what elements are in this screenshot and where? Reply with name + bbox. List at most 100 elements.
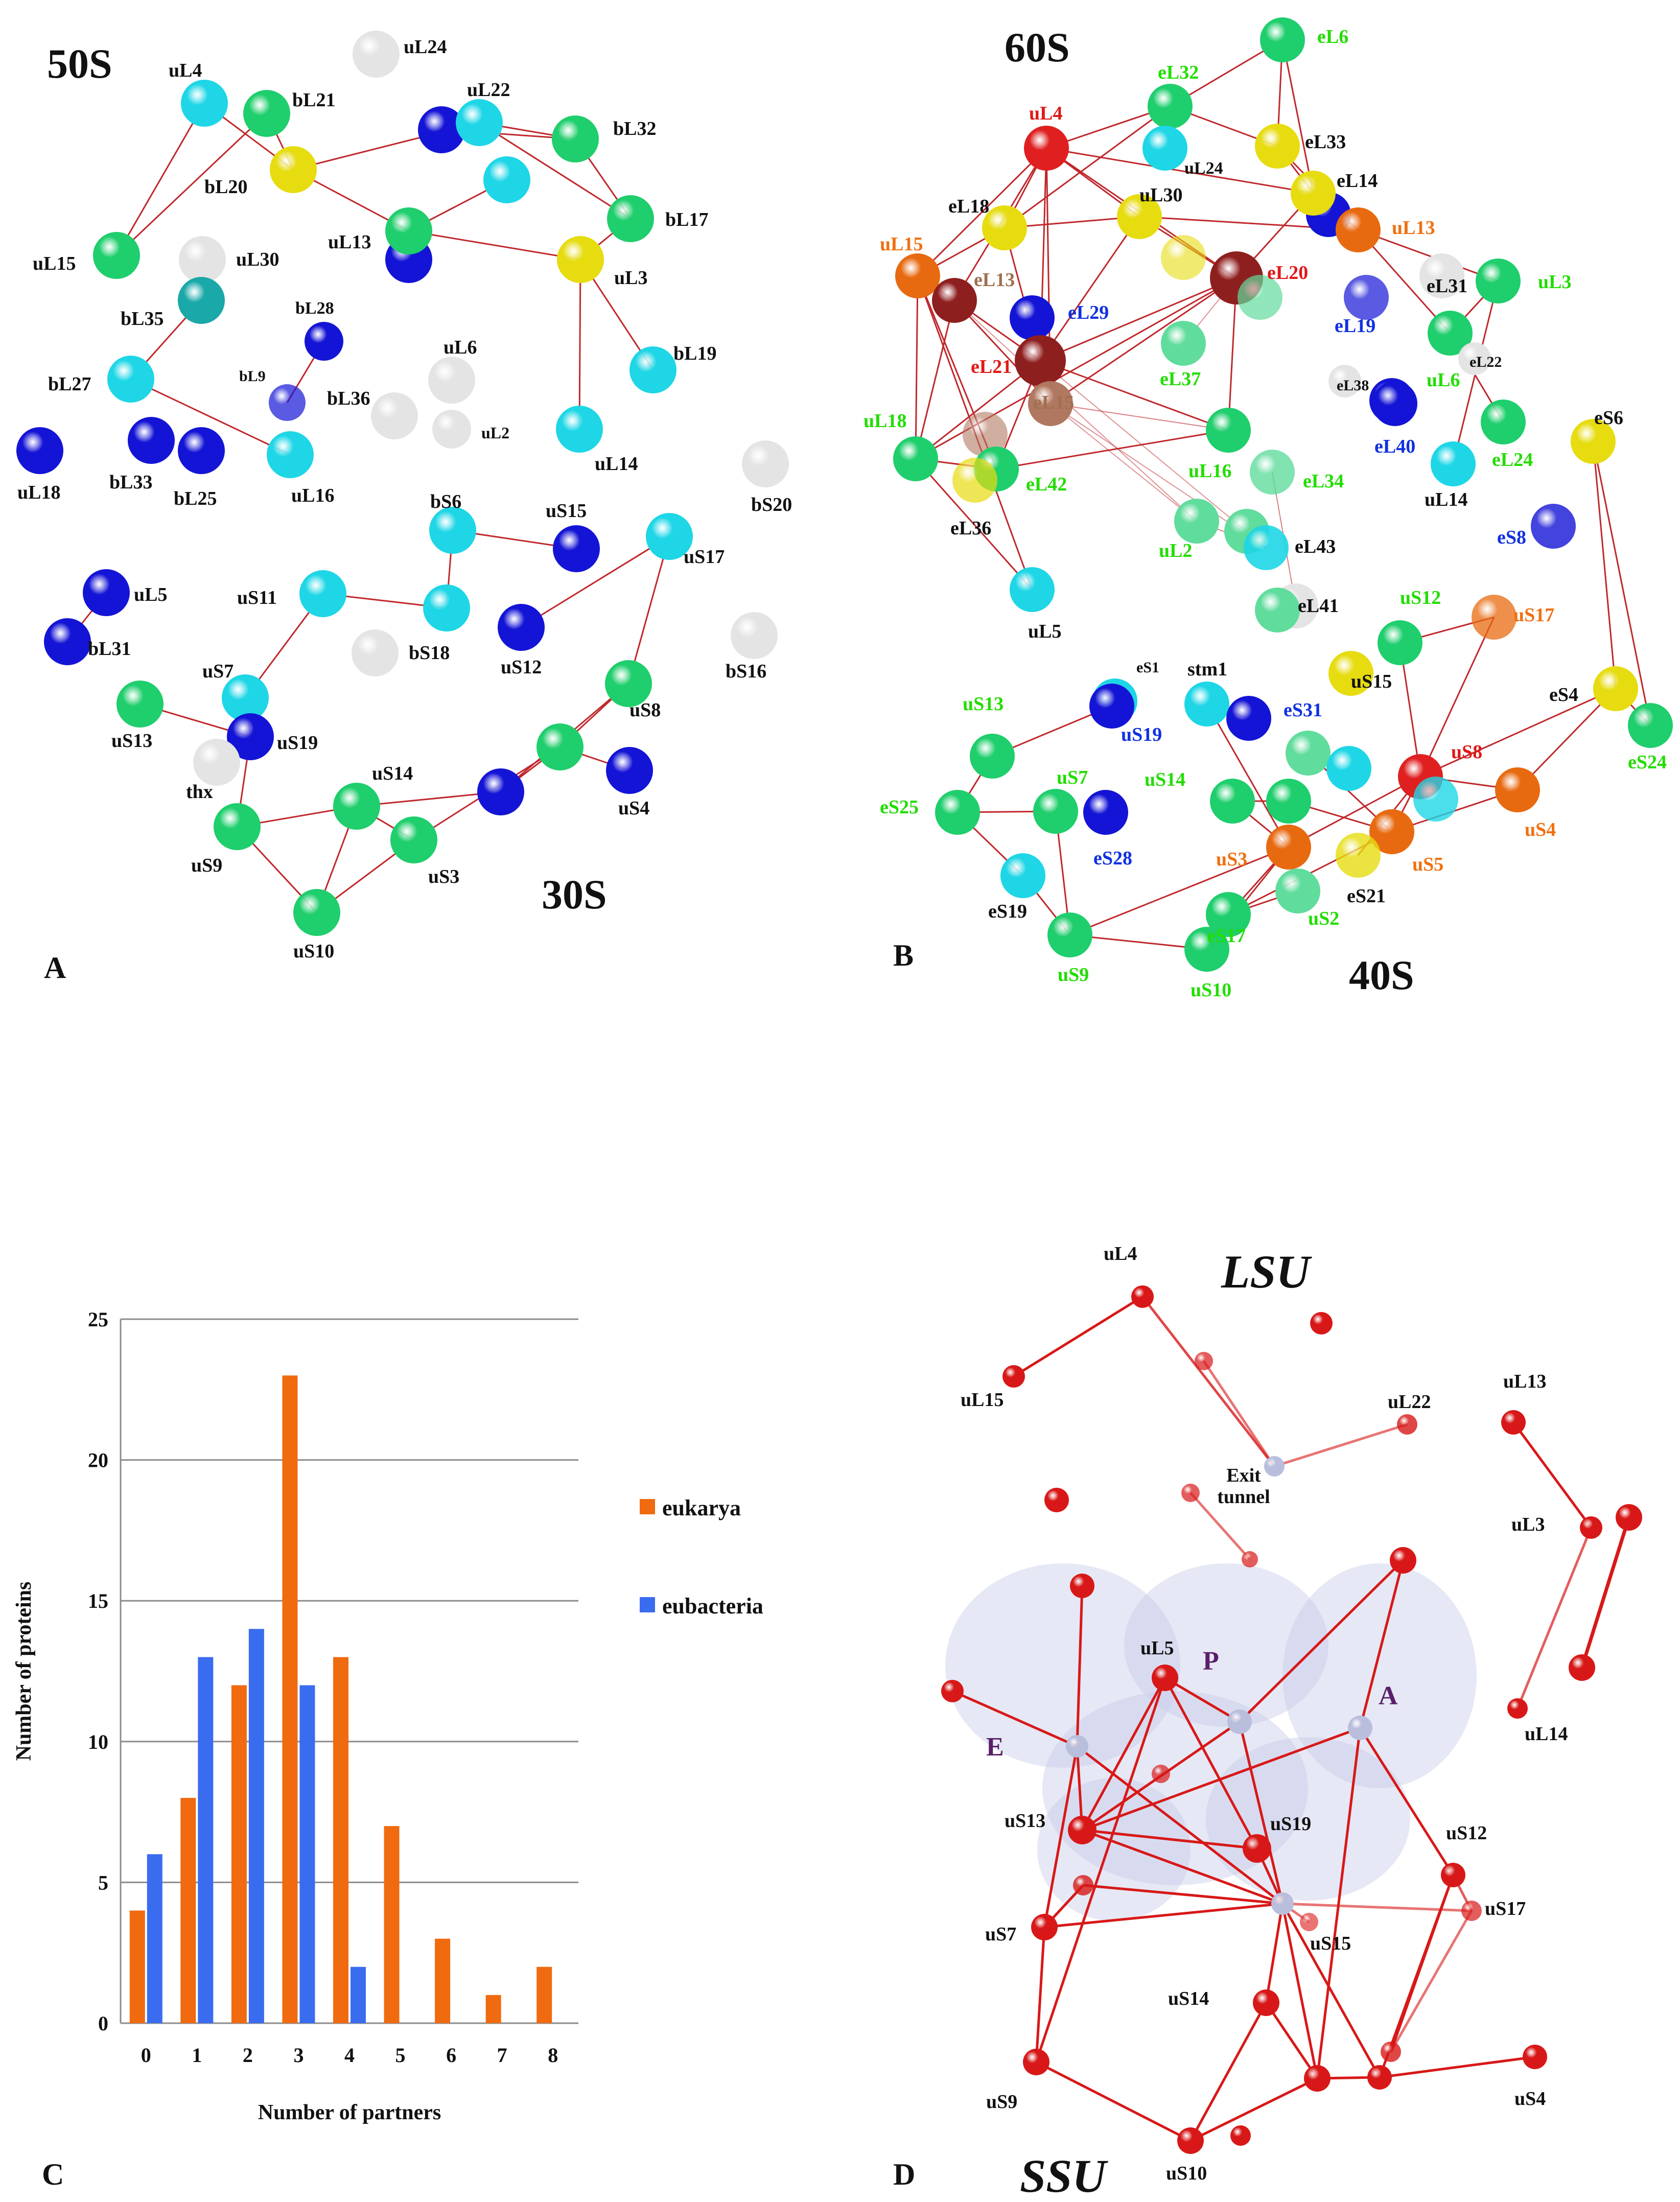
protein-label-us15: uS15 xyxy=(1310,1933,1351,1954)
protein-label-us2: uS2 xyxy=(1308,908,1339,929)
edge-us17-d-us17b xyxy=(1389,1910,1473,2053)
protein-label-es28: eS28 xyxy=(1093,848,1132,869)
sphere-es4 xyxy=(1593,666,1638,711)
protein-label-us10: uS10 xyxy=(1166,2163,1207,2184)
sphere-us14 xyxy=(333,783,380,830)
y-tick-label-10: 10 xyxy=(88,1730,108,1753)
protein-label-ul24: uL24 xyxy=(404,36,447,58)
sphere-bl31 xyxy=(44,618,91,665)
site-label-p: P xyxy=(1203,1647,1219,1676)
protein-label-el43: eL43 xyxy=(1295,536,1336,557)
sphere-bs20 xyxy=(742,440,789,487)
bar-eukarya-2 xyxy=(231,1685,247,2023)
sphere-d-lsu5 xyxy=(1242,1551,1258,1567)
sphere-green-us2 xyxy=(1275,869,1320,913)
edge-us14-us10 xyxy=(1189,2002,1268,2142)
sphere-ul15 xyxy=(895,253,940,298)
x-tick-label-6: 6 xyxy=(446,2044,456,2067)
protein-label-ul15: uL15 xyxy=(33,253,76,274)
protein-label-ul18: uL18 xyxy=(864,410,906,432)
sphere-ul30 xyxy=(179,236,226,283)
protein-label-ul6: uL6 xyxy=(444,337,477,358)
sphere-es19 xyxy=(1000,853,1045,898)
sphere-bs16 xyxy=(731,612,778,659)
sphere-d-lsu4 xyxy=(1044,1488,1069,1512)
sphere-stm1 xyxy=(1184,682,1229,727)
edge-es6-es4 xyxy=(1592,441,1617,689)
edge-el15-ul16 xyxy=(1050,403,1229,431)
edge-us8-us3 xyxy=(1288,776,1421,848)
protein-label-bl35: bL35 xyxy=(121,308,164,330)
legend-swatch-eukarya xyxy=(640,1499,655,1514)
sphere-d-lsu2 xyxy=(1310,1312,1333,1334)
sphere-us12 xyxy=(1378,620,1422,665)
protein-label-el37: eL37 xyxy=(1160,368,1201,390)
sphere-d-us10b xyxy=(1230,2125,1251,2146)
sphere-yellow-b1 xyxy=(1161,235,1206,280)
sphere-ul24 xyxy=(353,31,400,78)
sphere-ul18 xyxy=(16,427,63,474)
sphere-el43 xyxy=(1244,525,1289,570)
y-tick-label-25: 25 xyxy=(88,1308,108,1331)
sphere-ul13 xyxy=(1336,207,1381,252)
sphere-us9 xyxy=(1023,2049,1049,2075)
edge-sitep-mrna xyxy=(1238,1721,1284,1904)
sphere-exit xyxy=(1264,1456,1285,1477)
protein-label-us14: uS14 xyxy=(1145,769,1185,790)
sphere-us12 xyxy=(1441,1863,1465,1887)
sphere-bl9 xyxy=(269,384,306,421)
protein-label-bl27: bL27 xyxy=(48,373,91,395)
sphere-el18 xyxy=(982,205,1027,250)
protein-label-el14: eL14 xyxy=(1337,170,1378,192)
protein-label-thx: thx xyxy=(186,781,213,803)
edge-ul5-us13 xyxy=(1081,1677,1166,1831)
sphere-us10 xyxy=(1184,927,1229,972)
edge-d-e2-sitee xyxy=(951,1690,1078,1748)
sphere-el37 xyxy=(1161,321,1206,366)
sphere-d-e1 xyxy=(1070,1574,1094,1598)
sphere-el33 xyxy=(1255,124,1300,169)
sphere-es8 xyxy=(1531,504,1576,549)
panel-letter-a: A xyxy=(44,951,66,985)
edge-us14-blue-mid30 xyxy=(356,791,501,807)
edge-ul4-ul15 xyxy=(1013,1295,1144,1378)
sphere-el22 xyxy=(1458,342,1491,375)
edge-ul15-ul18 xyxy=(915,275,919,459)
protein-label-us12: uS12 xyxy=(1446,1822,1487,1844)
legend-label-eukarya: eukarya xyxy=(662,1495,741,1520)
protein-label-ul16: uL16 xyxy=(1188,460,1231,482)
protein-label-ul4: uL4 xyxy=(169,60,202,81)
protein-label-us17: uS17 xyxy=(684,546,725,568)
sphere-d-lsu3 xyxy=(1181,1484,1200,1502)
protein-label-us12: uS12 xyxy=(501,657,542,678)
bar-eukarya-1 xyxy=(180,1798,196,2023)
edge-ul4-ul15 xyxy=(115,103,205,256)
sphere-el29 xyxy=(1010,295,1055,340)
protein-label-ul13: uL13 xyxy=(1503,1371,1546,1392)
protein-label-us7: uS7 xyxy=(985,1924,1016,1945)
sphere-blue-mid30 xyxy=(477,768,524,815)
protein-label-bl32: bL32 xyxy=(613,118,656,139)
sphere-ul13 xyxy=(1501,1410,1526,1435)
edge-mrna-us14 xyxy=(1265,1903,1284,2003)
y-tick-label-15: 15 xyxy=(88,1589,108,1612)
edge-el42-ul16 xyxy=(996,429,1229,470)
sphere-us14 xyxy=(1253,1989,1279,2016)
sphere-ul4 xyxy=(1024,126,1069,171)
sphere-us15 xyxy=(553,525,600,572)
sphere-es24 xyxy=(1628,703,1673,748)
panel-b-nodes xyxy=(893,17,1673,972)
sphere-ul6 xyxy=(1428,311,1473,356)
protein-label-ul13: uL13 xyxy=(328,231,371,253)
protein-label-ul18: uL18 xyxy=(17,482,60,503)
edge-d-lsu3-d-lsu5 xyxy=(1189,1492,1251,1560)
bar-eukarya-7 xyxy=(485,1995,501,2023)
bar-eubacteria-4 xyxy=(351,1966,366,2023)
sphere-us7 xyxy=(1031,1914,1058,1940)
sphere-d-e2 xyxy=(941,1680,964,1702)
sphere-ul4 xyxy=(1131,1285,1154,1308)
